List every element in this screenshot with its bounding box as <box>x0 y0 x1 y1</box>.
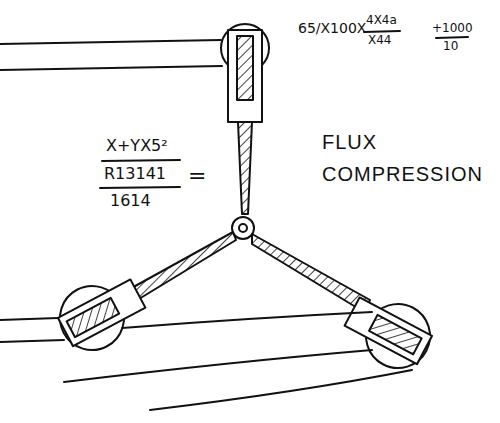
formula-term: 65/X100X <box>298 21 366 36</box>
equals-sign: = <box>188 164 206 188</box>
fraction-numerator: +1000 <box>432 22 473 35</box>
fraction-denominator: X44 <box>368 34 392 47</box>
formula-denominator: 1614 <box>110 192 151 210</box>
formula-numerator: X+YX5² <box>106 137 168 155</box>
formula-term: R13141 <box>104 165 166 183</box>
sketch-title: FLUX COMPRESSION <box>322 126 492 190</box>
fraction-denominator: 10 <box>443 40 458 53</box>
fraction-numerator: 4X4a <box>366 14 397 27</box>
